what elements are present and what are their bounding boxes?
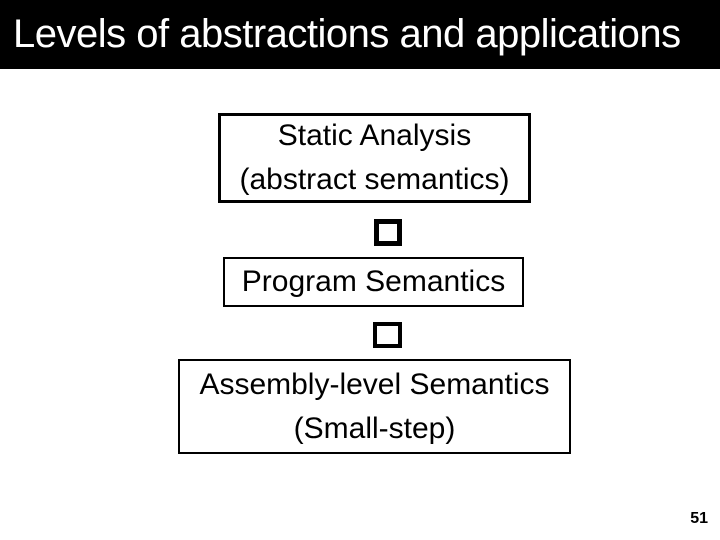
box-assembly-level-semantics-line-1: Assembly-level Semantics [199, 367, 550, 401]
box-program-semantics: Program Semantics [223, 257, 524, 307]
box-assembly-level-semantics-line-2: (Small-step) [293, 411, 456, 445]
box-static-analysis-line-2: (abstract semantics) [239, 163, 510, 196]
title-bar: Levels of abstractions and applications [0, 0, 720, 69]
page-number: 51 [690, 510, 708, 527]
missing-glyph-connector-icon [373, 322, 402, 348]
missing-glyph-connector-icon [374, 219, 402, 246]
box-static-analysis: Static Analysis (abstract semantics) [218, 113, 531, 203]
box-assembly-level-semantics: Assembly-level Semantics (Small-step) [178, 359, 571, 454]
box-program-semantics-line-1: Program Semantics [241, 265, 506, 298]
box-static-analysis-line-1: Static Analysis [277, 119, 472, 152]
slide-title: Levels of abstractions and applications [13, 12, 681, 56]
